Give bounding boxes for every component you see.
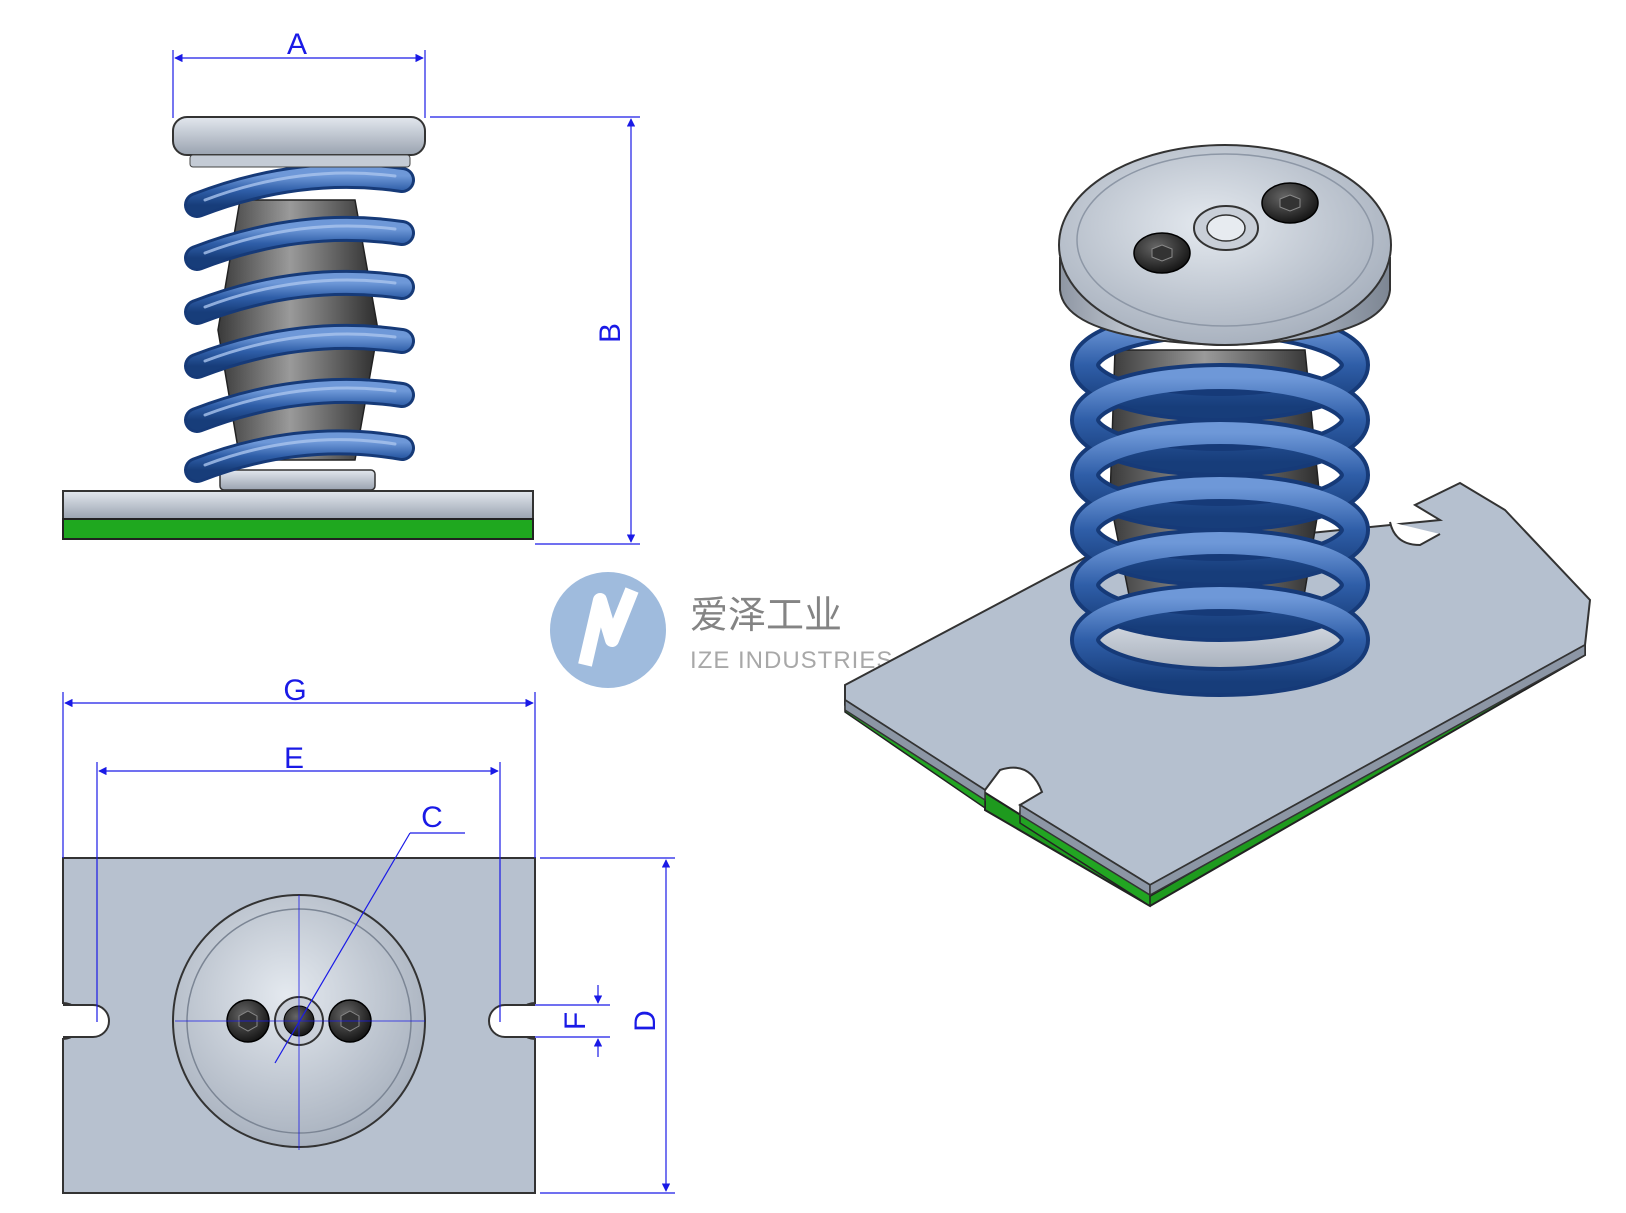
dimension-label-e: E [284, 742, 304, 775]
top-dimensions [62, 692, 675, 1194]
top-view-slot-right [488, 1004, 535, 1038]
watermark: 爱泽工业 IZE INDUSTRIES [550, 572, 893, 688]
isometric-view [844, 144, 1592, 908]
hex-socket-icon [1151, 244, 1173, 262]
dimension-label-b: B [594, 323, 627, 343]
front-cap-washer [189, 154, 411, 168]
iso-spring [1070, 308, 1370, 697]
dimension-label-g: G [283, 674, 306, 707]
front-spring [184, 162, 415, 483]
dimension-label-f: F [559, 1012, 592, 1030]
dimension-label-c: C [421, 801, 443, 834]
watermark-name-cn: 爱泽工业 [690, 593, 842, 637]
hex-socket-icon [1279, 194, 1301, 212]
front-lower-washer [219, 469, 376, 491]
dimension-label-d: D [629, 1010, 662, 1032]
front-rubber-pad [62, 518, 534, 540]
front-top-cap [172, 116, 426, 156]
iso-slot-back [1389, 521, 1441, 547]
watermark-name-en: IZE INDUSTRIES [690, 647, 893, 674]
top-view-slot-left [63, 1004, 110, 1038]
front-view [62, 116, 534, 540]
dimension-label-a: A [287, 28, 307, 61]
front-dimensions [172, 50, 640, 545]
front-base-plate [62, 490, 534, 520]
